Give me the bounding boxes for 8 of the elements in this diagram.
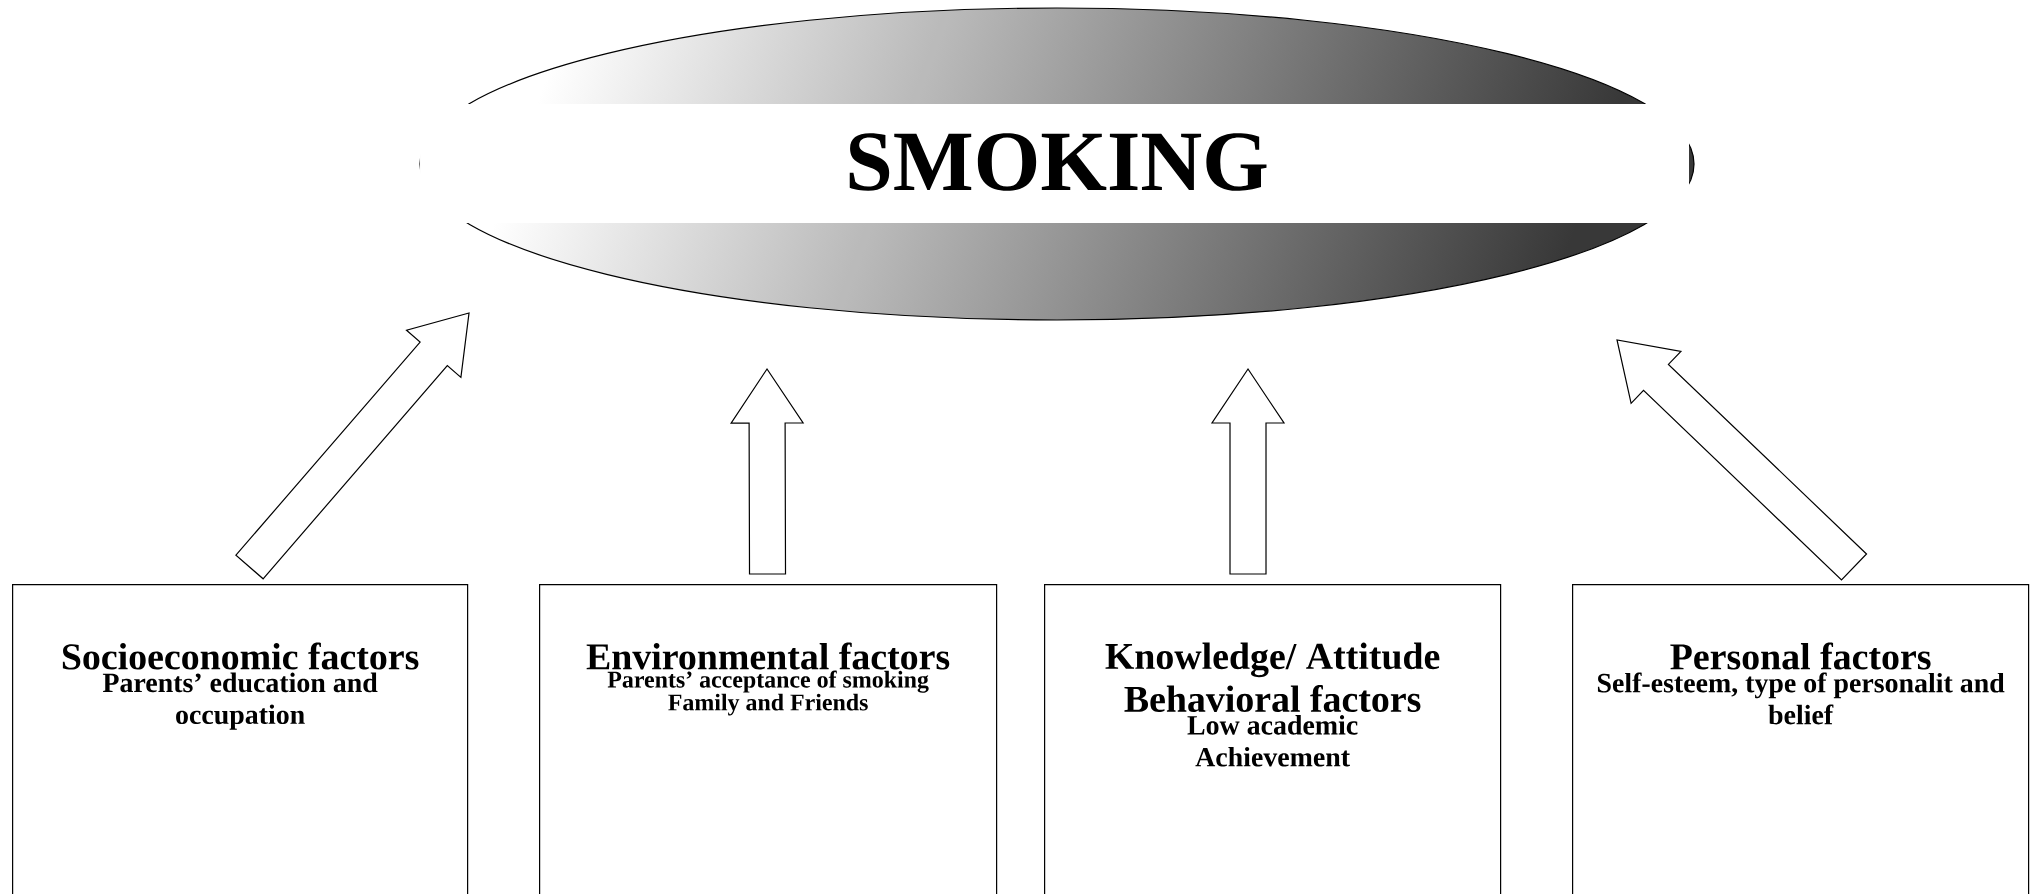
block-arrow [1616,339,1868,581]
block-arrow [235,312,470,580]
text-box: Socioeconomic factors Parents’ education and occupation [12,584,469,894]
text-box: Personal factors Self-esteem, type of personalit and belief [1572,584,2030,894]
text-box: Knowledge/ Attitude Behavioral factors Low academic Achievement [1044,584,1502,894]
block-arrow [1210,367,1286,575]
block-arrow [730,367,805,575]
text-box: Environmental factors Parents’ acceptance of smoking Family and Friends [539,584,998,894]
